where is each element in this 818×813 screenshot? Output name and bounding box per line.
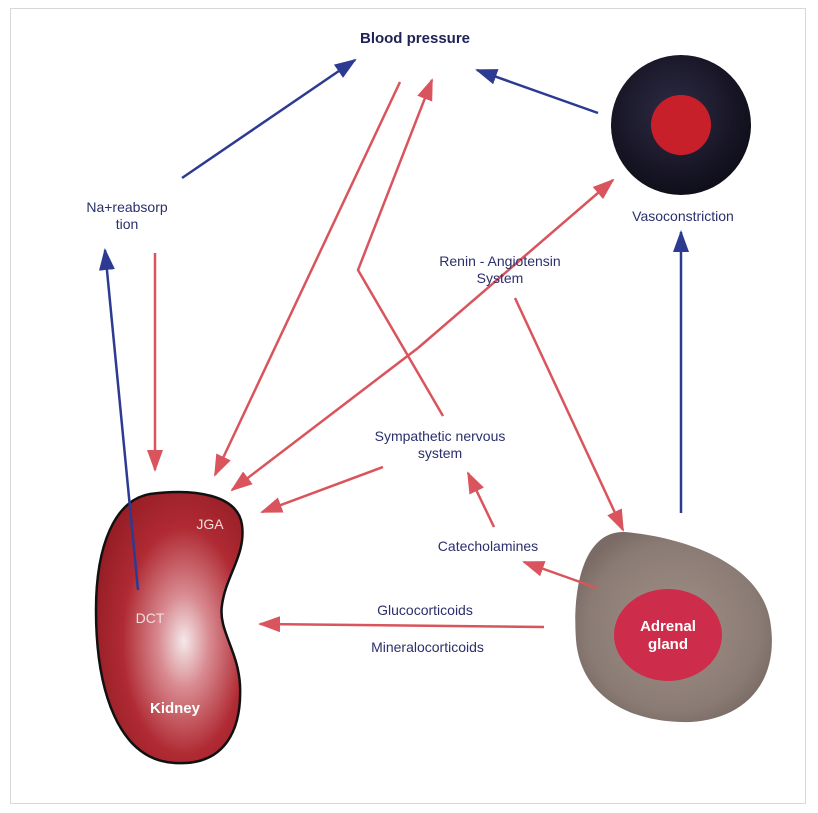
na-reabsorption-label-line1: Na+reabsorp [72, 199, 182, 216]
blood-pressure-label: Blood pressure [350, 30, 480, 47]
glucocorticoids-label: Glucocorticoids [345, 602, 505, 619]
vasoconstriction-label: Vasoconstriction [608, 208, 758, 225]
arrow-catecholamines-to-sympathetic [468, 473, 494, 527]
kidney-label: Kidney [130, 700, 220, 717]
sympathetic-nervous-label-line1: Sympathetic nervous [340, 428, 540, 445]
renin-angiotensin-label-line1: Renin - Angiotensin [405, 253, 595, 270]
arrow-sympathetic-to-kidney [262, 467, 383, 512]
arrow-blood-pressure-to-kidney [215, 82, 400, 475]
blood-vessel-icon [611, 55, 751, 195]
catecholamines-label: Catecholamines [418, 538, 558, 555]
adrenal-gland-label-line2: gland [628, 636, 708, 653]
adrenal-gland-label-line1: Adrenal [628, 618, 708, 635]
arrow-sympathetic-to-blood-pressure [358, 80, 443, 416]
jga-label: JGA [180, 516, 240, 533]
na-reabsorption-label-line2: tion [72, 216, 182, 233]
dct-label: DCT [120, 610, 180, 627]
arrow-renin-to-kidney [232, 348, 418, 490]
arrow-renin-to-adrenal [515, 298, 623, 530]
renin-angiotensin-label-line2: System [405, 270, 595, 287]
arrow-na-to-blood-pressure [182, 60, 355, 178]
arrow-corticoids-to-kidney [260, 624, 544, 627]
arrow-vasoconstriction-to-blood-pressure [477, 70, 598, 113]
sympathetic-nervous-label-line2: system [340, 445, 540, 462]
mineralocorticoids-label: Mineralocorticoids [340, 639, 515, 656]
